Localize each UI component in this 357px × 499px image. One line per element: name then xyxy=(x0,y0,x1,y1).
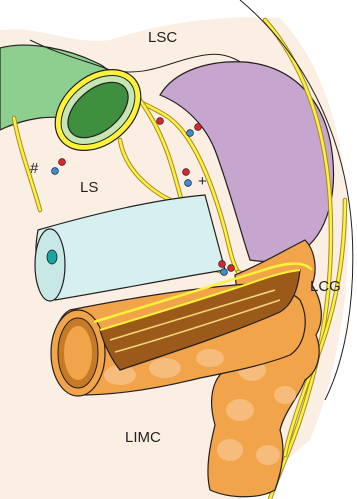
vessel-dot-blue xyxy=(52,168,59,175)
vessel-dot-red xyxy=(195,124,202,131)
label-limc: LIMC xyxy=(125,429,161,446)
vessel-dot-blue xyxy=(221,269,228,276)
vessel-dot-red xyxy=(219,261,226,268)
label-plus: + xyxy=(198,173,207,190)
vessel-dot-blue xyxy=(185,180,192,187)
label-lcg: LCG xyxy=(310,278,341,295)
lumen-dot-teal xyxy=(47,250,57,264)
vessel-dot-blue xyxy=(187,130,194,137)
vessel-dot-red xyxy=(59,159,66,166)
vessel-dot-red xyxy=(228,265,235,272)
label-hash: # xyxy=(30,160,39,177)
vessel-dot-red xyxy=(157,118,164,125)
label-ls: LS xyxy=(80,179,98,196)
label-lsc: LSC xyxy=(148,29,177,46)
colon-cut-end xyxy=(51,310,105,396)
vessel-dot-red xyxy=(183,169,190,176)
